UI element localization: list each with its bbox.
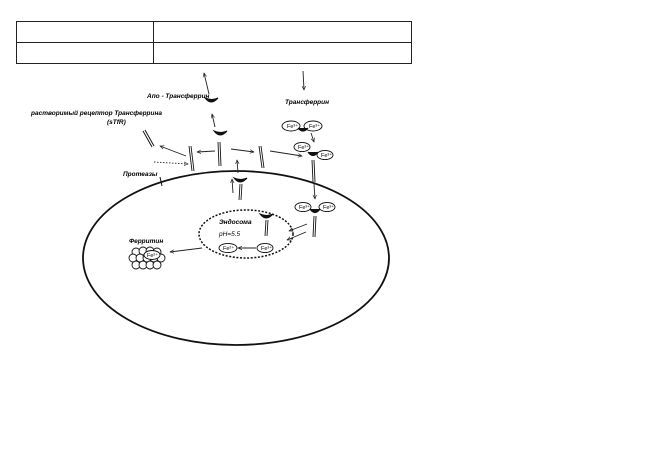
arrow-apo-up [212, 114, 216, 128]
transferrin-receptor-complex [293, 141, 334, 161]
fe-label: Fe²⁺ [223, 245, 234, 252]
internalized-complex [294, 201, 336, 238]
endosome-receptor [264, 219, 269, 237]
apo-transferrin-shape [232, 176, 248, 183]
soluble-receptor-fragment [142, 129, 155, 148]
cell-membrane [82, 170, 390, 346]
receptor-center [217, 141, 222, 167]
receptor-left [188, 145, 195, 172]
fe-label: Fe³⁺ [298, 144, 309, 151]
fe-label: Fe³⁺ [287, 123, 298, 130]
ferritin-cluster [128, 246, 166, 270]
table-row [16, 21, 412, 43]
fe-label: Fe³⁺ [299, 204, 310, 211]
fe-label: Fe²⁺ [147, 252, 158, 259]
recycling-receptor [238, 183, 243, 201]
fe3-ion [256, 242, 274, 254]
fe-label: Fe³⁺ [323, 204, 334, 211]
arrow-recycle-up-outer [237, 160, 238, 174]
holo-transferrin [281, 120, 323, 132]
protease-tick [159, 176, 163, 187]
arrow-apo-out [204, 73, 210, 95]
label-endosome: Эндосома [219, 218, 252, 226]
label-ferritin: Ферритин [129, 238, 163, 245]
arrow-into-endosome [289, 223, 308, 231]
fe2-ion [218, 242, 238, 254]
label-ph: pH=5.5 [218, 231, 241, 238]
arrow-transferrin-in [303, 70, 304, 90]
arrow-to-soluble [160, 146, 187, 157]
arrow-internalization [314, 183, 315, 199]
label-stfr: (sTfR) [107, 119, 126, 126]
label-proteases: Протеазы [123, 171, 158, 178]
arrow-recycle-up [232, 179, 233, 194]
label-apo-transferrin: Апо - Трансферрин [146, 93, 210, 100]
apo-transferrin-shape [258, 212, 274, 219]
protease-arrow [153, 161, 188, 164]
arrow-transferrin-down [310, 132, 314, 142]
arrow-center-left [197, 151, 216, 152]
table-cell [153, 42, 412, 64]
arrow-to-fe-receptor [269, 150, 302, 156]
label-transferrin: Трансферрин [285, 99, 329, 106]
apo-transferrin-shape [212, 129, 228, 136]
arrow-into-endosome [287, 231, 307, 241]
arrow-to-ferritin [170, 247, 203, 252]
table-row [16, 42, 412, 64]
fe-label: Fe³⁺ [321, 152, 332, 159]
label-soluble-receptor: растворимый рецептор Трансферрина [30, 109, 162, 117]
receptor-transmembrane [311, 159, 316, 183]
endosome [198, 209, 294, 259]
header-table [16, 21, 412, 64]
receptor-right [258, 145, 265, 169]
arrow-center-right [230, 148, 254, 152]
fe-label: Fe³⁺ [261, 245, 272, 252]
apo-transferrin-shape [203, 96, 219, 103]
fe-label: Fe³⁺ [309, 123, 320, 130]
